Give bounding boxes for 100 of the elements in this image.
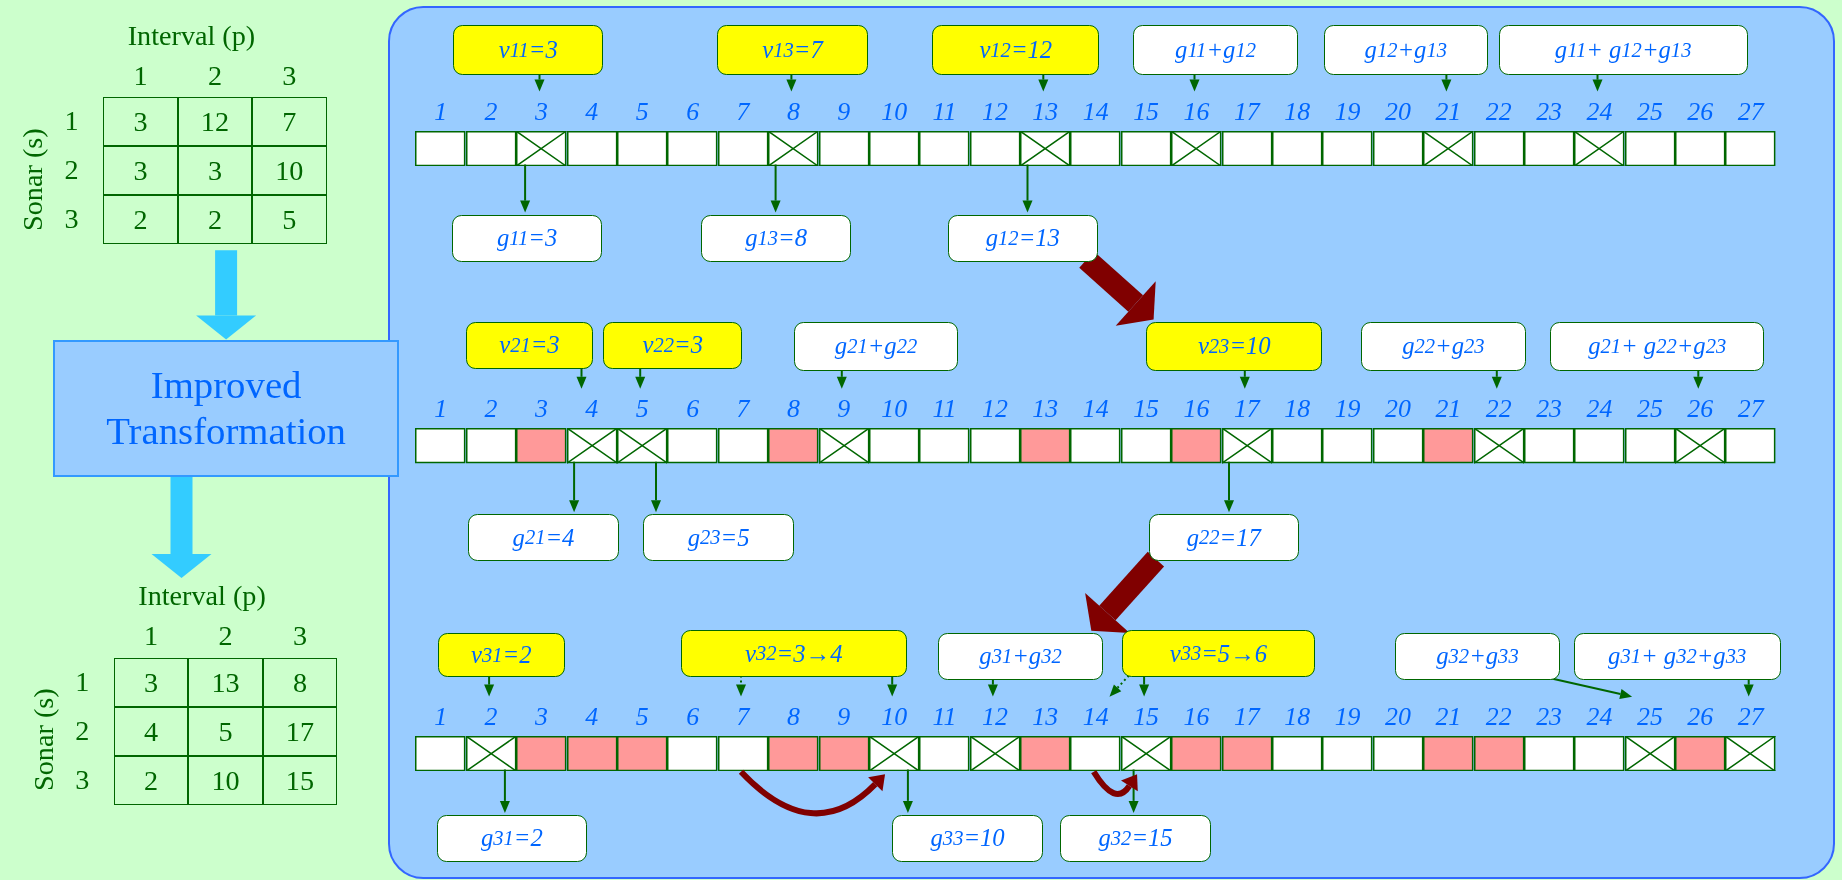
slot-number: 12 [980, 700, 1009, 733]
table-cell: 13 [188, 657, 263, 707]
slot-number: 27 [1736, 700, 1766, 733]
slot-number: 2 [483, 392, 499, 425]
table-cell: 5 [188, 706, 263, 756]
arrow [569, 460, 580, 513]
arrow [1139, 674, 1150, 697]
slot-number: 18 [1283, 95, 1312, 128]
slot-number: 1 [433, 95, 449, 128]
slot-number: 8 [785, 95, 801, 128]
arrow [651, 460, 661, 513]
row-header: 1 [63, 104, 80, 139]
slot-number: 13 [1031, 392, 1060, 425]
slot-number: 9 [836, 95, 852, 128]
slot-number: 20 [1384, 700, 1412, 733]
slot-number: 6 [685, 700, 701, 733]
column-header: 2 [206, 58, 223, 93]
arrow [770, 163, 781, 213]
arrow [887, 674, 898, 697]
table-title: Interval (p) [126, 18, 257, 53]
slot-number: 16 [1182, 95, 1211, 128]
slot-number: 17 [1232, 392, 1262, 425]
block-arrow [1085, 551, 1165, 634]
slot-number: 4 [584, 392, 600, 425]
slot-number: 1 [433, 700, 449, 733]
dotted-arrow [736, 674, 746, 697]
slot-number: 14 [1081, 392, 1110, 425]
column-header: 3 [291, 618, 308, 653]
row-header: 3 [63, 202, 80, 237]
slot-number: 16 [1182, 700, 1211, 733]
slot-number: 5 [634, 700, 650, 733]
arrow [1224, 460, 1234, 513]
slot-number: 21 [1434, 700, 1463, 733]
slot-number: 18 [1283, 392, 1312, 425]
slot-number: 19 [1333, 700, 1362, 733]
axis-label: Sonar (s) [16, 127, 50, 233]
slot-number: 11 [931, 95, 958, 128]
table-title: Interval (p) [137, 578, 267, 613]
slot-number: 23 [1535, 392, 1563, 425]
arrow [484, 674, 495, 697]
slot-number: 13 [1031, 95, 1060, 128]
block-arrow [151, 476, 212, 578]
table-cell: 2 [177, 195, 253, 245]
slot-number: 21 [1434, 392, 1463, 425]
slot-number: 26 [1686, 95, 1715, 128]
arrow [1022, 163, 1033, 213]
slot-number: 11 [931, 700, 958, 733]
slot-number: 15 [1132, 392, 1160, 425]
slot-number: 24 [1585, 392, 1614, 425]
slot-number: 20 [1384, 392, 1412, 425]
table-cell: 5 [252, 195, 327, 245]
table-cell: 12 [177, 97, 253, 147]
slot-number: 5 [634, 392, 650, 425]
slot-number: 11 [931, 392, 958, 425]
table-cell: 4 [113, 706, 189, 756]
table-cell: 10 [188, 755, 263, 805]
slot-number: 6 [685, 392, 701, 425]
arrow [499, 768, 510, 813]
slot-number: 10 [880, 95, 909, 128]
slot-number: 26 [1686, 392, 1715, 425]
slot-number: 5 [634, 95, 650, 128]
axis-label: Sonar (s) [26, 687, 60, 794]
arrow [520, 163, 531, 213]
row-header: 1 [74, 664, 91, 699]
slot-number: 13 [1031, 700, 1060, 733]
slot-number: 26 [1686, 700, 1715, 733]
slot-number: 27 [1736, 392, 1766, 425]
slot-number: 2 [483, 95, 499, 128]
slot-number: 27 [1736, 95, 1766, 128]
slot-number: 9 [836, 392, 852, 425]
slot-number: 17 [1232, 700, 1262, 733]
slot-number: 22 [1484, 700, 1513, 733]
panel-background [387, 5, 1835, 879]
curved-arrow [1091, 770, 1138, 797]
table-cell: 2 [103, 195, 178, 245]
slot-number: 17 [1232, 95, 1262, 128]
slot-number: 3 [534, 700, 549, 733]
table-cell: 10 [252, 146, 327, 196]
slot-number: 8 [785, 700, 801, 733]
slot-number: 16 [1182, 392, 1211, 425]
slot-number: 20 [1384, 95, 1412, 128]
process-box: Improved Transformation [52, 339, 400, 477]
slot-number: 6 [685, 95, 701, 128]
slot-number: 2 [483, 700, 499, 733]
table-cell: 17 [262, 706, 338, 756]
table-cell: 3 [113, 657, 189, 707]
slot-number: 10 [880, 700, 909, 733]
slot-number: 22 [1484, 95, 1513, 128]
slot-number: 22 [1484, 392, 1513, 425]
slot-number: 25 [1635, 700, 1664, 733]
slot-number: 19 [1333, 392, 1362, 425]
slot-number: 7 [735, 700, 752, 733]
table-cell: 3 [177, 146, 253, 196]
column-header: 1 [132, 58, 149, 93]
slot-number: 4 [584, 95, 600, 128]
table-cell: 15 [262, 755, 338, 805]
column-header: 2 [217, 618, 234, 653]
slot-number: 4 [584, 700, 600, 733]
slot-number: 14 [1081, 700, 1110, 733]
slot-number: 8 [785, 392, 801, 425]
